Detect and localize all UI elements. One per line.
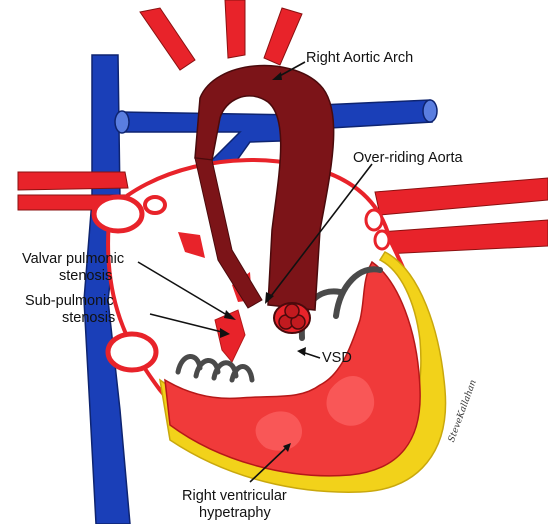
label-vsd: VSD bbox=[322, 350, 352, 366]
aortic-branch-right bbox=[264, 8, 302, 65]
pulmonary-artery-end-right bbox=[423, 100, 437, 122]
label-right-aortic-arch: Right Aortic Arch bbox=[306, 50, 413, 66]
atrium-ring-upper-2 bbox=[145, 197, 165, 213]
atrium-ring-upper bbox=[94, 197, 142, 231]
artist-signature: SteveKallahan bbox=[447, 378, 479, 443]
atrium-ring-lower bbox=[108, 334, 156, 370]
label-valvar-pulmonic-line1: Valvar pulmonic bbox=[22, 251, 124, 267]
aortic-branch-middle bbox=[225, 0, 245, 58]
label-rvh-line1: Right ventricular bbox=[182, 488, 287, 504]
label-rvh-line2: hypetraphy bbox=[199, 505, 271, 521]
right-pulmonary-artery-lower bbox=[380, 220, 548, 254]
pulmonary-vein-ring bbox=[366, 210, 382, 230]
label-valvar-pulmonic-line2: stenosis bbox=[59, 268, 112, 284]
aortic-valve-cusp-3 bbox=[285, 304, 299, 318]
aortic-branch-left bbox=[140, 8, 195, 70]
label-sub-pulmonic-line2: stenosis bbox=[62, 310, 115, 326]
label-over-riding-aorta: Over-riding Aorta bbox=[353, 150, 464, 166]
left-upper-artery bbox=[18, 172, 128, 190]
label-sub-pulmonic-line1: Sub-pulmonic bbox=[25, 293, 114, 309]
right-pulmonary-artery-upper bbox=[375, 178, 548, 215]
pulmonary-vein-ring-2 bbox=[375, 231, 389, 249]
pulmonary-artery-end-left bbox=[115, 111, 129, 133]
